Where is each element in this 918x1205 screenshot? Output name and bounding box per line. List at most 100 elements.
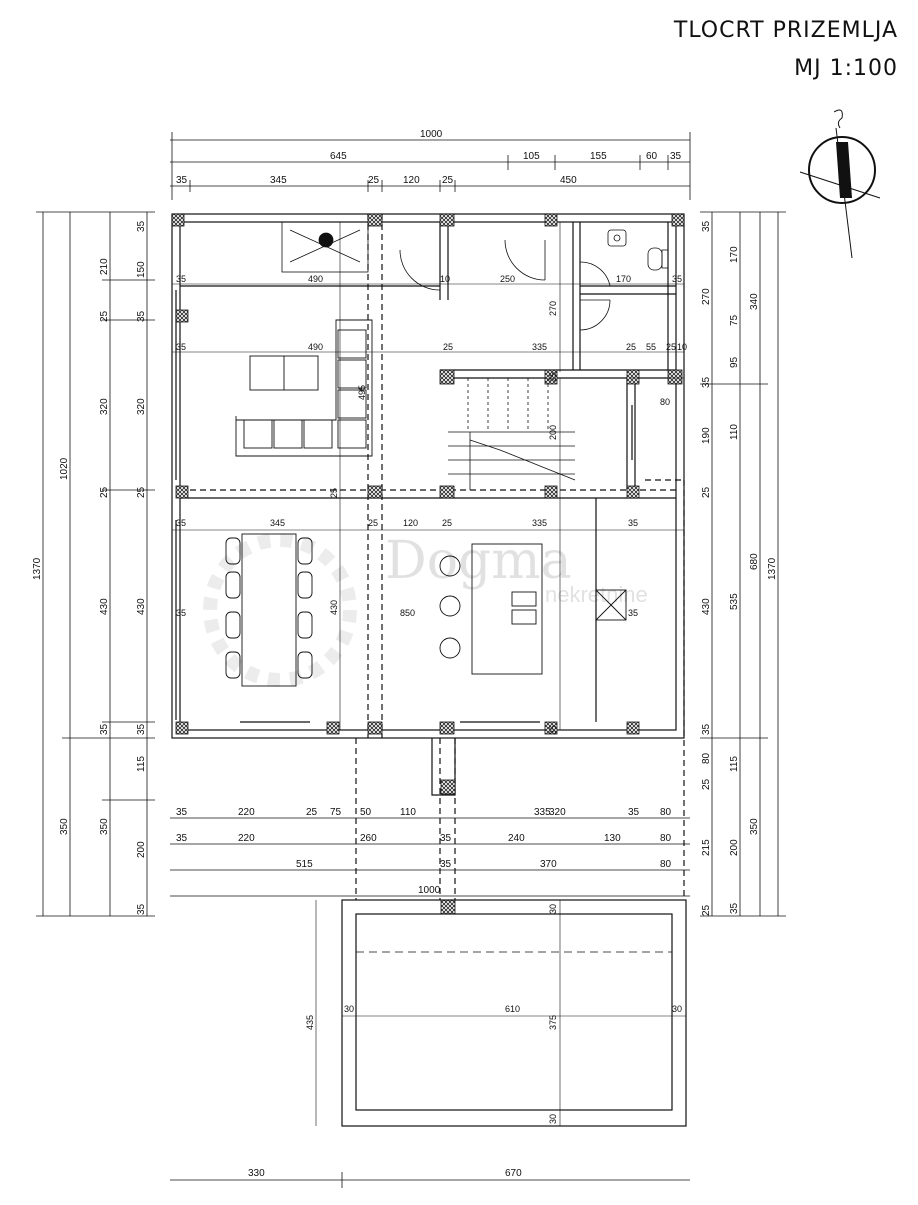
dim-int-b-7: 10 xyxy=(677,342,687,352)
dim-right-third-8: 35 xyxy=(729,902,740,914)
dim-left-third-5: 35 xyxy=(99,723,110,735)
dim-right-second-1: 680 xyxy=(749,553,760,570)
dim-int-c-6: 35 xyxy=(628,518,638,528)
dim-top-r2-4: 35 xyxy=(670,151,682,162)
dim-left-third-6: 115 xyxy=(136,756,147,772)
dim-int-a-5: 35 xyxy=(672,274,682,284)
coffee-table xyxy=(249,355,319,391)
dim-left-third-1: 25 xyxy=(99,310,110,322)
dim-int-v-10: 25 xyxy=(329,488,339,498)
dim-int-v-0: 495 xyxy=(357,385,367,400)
dim-top-r3-0: 35 xyxy=(176,175,188,186)
dim-int-b-6: 25 xyxy=(666,342,676,352)
pool-dim-4: 435 xyxy=(305,1015,315,1030)
pool-dim-2: 30 xyxy=(672,1004,682,1014)
dim-top-r3-5: 450 xyxy=(560,175,577,186)
dim-int-v-5: 430 xyxy=(329,600,339,615)
bottom-dimension-lines xyxy=(170,817,690,1188)
dim-int-c-3: 120 xyxy=(403,518,418,528)
dim-int-v-3: 80 xyxy=(660,397,670,407)
plan-title: TLOCRT PRIZEMLJA xyxy=(673,18,898,43)
dim-right-inner-6: 35 xyxy=(701,723,712,735)
dim-bot-r3-3: 80 xyxy=(660,859,672,870)
dim-bot-r1-2: 25 xyxy=(306,807,318,818)
dim-bot-r3-0: 515 xyxy=(296,859,313,870)
plan-scale: MJ 1:100 xyxy=(794,56,898,81)
dim-right-second-0: 340 xyxy=(749,293,760,310)
dim-int-v-2: 200 xyxy=(548,425,558,440)
sofa xyxy=(235,319,373,457)
dim-int-c-0: 35 xyxy=(176,518,186,528)
dim-int-a-3: 250 xyxy=(500,274,515,284)
dim-right-third-1: 75 xyxy=(729,314,740,326)
dim-right-third-5: 115 xyxy=(729,756,740,772)
dim-left-inner-3: 320 xyxy=(136,398,147,415)
dim-bot-r1-6: 335 xyxy=(534,807,551,818)
pool-dim-6: 30 xyxy=(548,1114,558,1124)
swimming-pool xyxy=(315,899,687,1127)
dim-bot-r4: 1000 xyxy=(418,885,441,896)
dim-right-third-2: 95 xyxy=(729,356,740,368)
dim-left-third-8: 200 xyxy=(136,841,147,858)
dim-top-r2-3: 60 xyxy=(646,151,658,162)
dim-right-third-4: 535 xyxy=(729,593,740,610)
structural-columns xyxy=(171,213,685,915)
dim-top-r2-0: 645 xyxy=(330,151,347,162)
dim-right-inner-7: 80 xyxy=(701,752,712,764)
dim-int-b-4: 25 xyxy=(626,342,636,352)
dim-int-v-8: 35 xyxy=(548,725,558,735)
dim-left-inner-1: 150 xyxy=(136,261,147,278)
dim-bot-r3-1: 35 xyxy=(440,859,452,870)
dim-top-r3-4: 25 xyxy=(442,175,454,186)
dim-right-third-6: 200 xyxy=(729,839,740,856)
dim-int-c-4: 25 xyxy=(442,518,452,528)
dim-int-a-0: 35 xyxy=(176,274,186,284)
dim-int-a-2: 10 xyxy=(440,274,450,284)
dim-left-inner-6: 35 xyxy=(136,723,147,735)
dim-int-v-6: 850 xyxy=(400,608,415,618)
dim-int-b-0: 35 xyxy=(176,342,186,352)
staircase xyxy=(448,378,576,490)
dim-right-third-3: 110 xyxy=(729,424,740,440)
dim-bot-r1-8: 35 xyxy=(628,807,640,818)
dim-bot-r2-3: 35 xyxy=(440,833,452,844)
bathroom-fixtures xyxy=(607,229,669,271)
pool-dim-0: 30 xyxy=(344,1004,354,1014)
interior-dimension-lines xyxy=(172,222,684,730)
dim-bot-r2-5: 130 xyxy=(604,833,621,844)
dim-bot-r2-1: 220 xyxy=(238,833,255,844)
dim-int-c-1: 345 xyxy=(270,518,285,528)
pool-dim-3: 375 xyxy=(548,1015,558,1030)
dim-top-r3-3: 120 xyxy=(403,175,420,186)
dim-top-r3-1: 345 xyxy=(270,175,287,186)
dim-bot-r1-5: 110 xyxy=(400,807,416,818)
dim-bot-r3-2: 370 xyxy=(540,859,557,870)
dim-bot-r2-4: 240 xyxy=(508,833,525,844)
dim-top-r2-1: 105 xyxy=(523,151,540,162)
watermark-brand: Dogma xyxy=(385,531,572,591)
dim-right-inner-0: 35 xyxy=(701,220,712,232)
dim-right-inner-3: 190 xyxy=(701,427,712,444)
fireplace xyxy=(281,221,369,273)
dim-int-v-4: 35 xyxy=(176,608,186,618)
dim-bot-r2-0: 35 xyxy=(176,833,188,844)
left-dimension-lines xyxy=(36,211,155,917)
top-dimension-lines xyxy=(170,132,691,200)
pool-dim-5: 30 xyxy=(548,904,558,914)
dim-left-lower-0: 350 xyxy=(59,818,70,835)
dim-int-v-9: 25 xyxy=(548,372,558,382)
dim-top-overall: 1000 xyxy=(420,129,443,140)
dim-right-inner-5: 430 xyxy=(701,598,712,615)
dim-int-c-5: 335 xyxy=(532,518,547,528)
dim-top-r2-2: 155 xyxy=(590,151,607,162)
dim-left-third-4: 430 xyxy=(99,598,110,615)
dim-bot-r1-4: 50 xyxy=(360,807,372,818)
dim-int-b-5: 55 xyxy=(646,342,656,352)
dim-left-inner-4: 25 xyxy=(136,486,147,498)
dining-table xyxy=(225,533,313,687)
dim-left-third-2: 320 xyxy=(99,398,110,415)
kitchen-island xyxy=(439,543,627,675)
dim-int-v-1: 270 xyxy=(548,301,558,316)
